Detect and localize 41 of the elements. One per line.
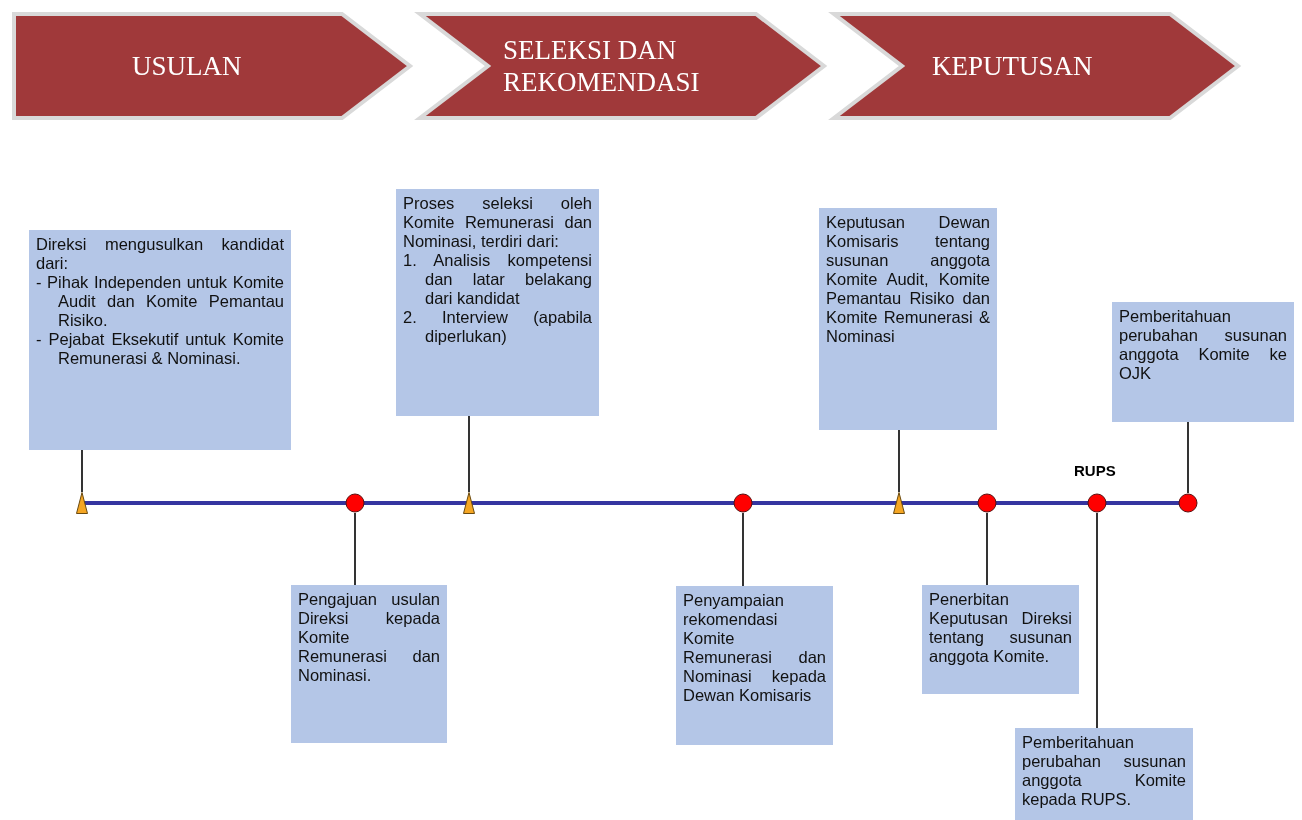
note-box xyxy=(1112,302,1294,422)
note-box xyxy=(1015,728,1193,820)
leader-line xyxy=(898,429,900,493)
leader-line xyxy=(1187,421,1189,494)
note-text: - Pejabat Eksekutif untuk Komite Remunerasi & Nominasi. xyxy=(36,330,284,368)
milestone-marker xyxy=(345,493,365,513)
stage-title: SELEKSI DAN REKOMENDASI xyxy=(503,34,701,98)
note-box xyxy=(819,208,997,430)
leader-line xyxy=(81,449,83,493)
stage-banner xyxy=(12,12,412,120)
note-text: Proses seleksi oleh Komite Remunerasi dan Nominasi, terdiri dari: xyxy=(403,194,592,251)
stage-title: KEPUTUSAN xyxy=(932,50,1094,82)
leader-line xyxy=(742,512,744,587)
note-box xyxy=(29,230,291,450)
note-text: Pemberitahuan perubahan susunan anggota Komite ke OJK xyxy=(1119,307,1287,383)
note-text: 1. Analisis kompetensi dan latar belakang dari kandidat xyxy=(403,251,592,308)
note-text: - Pihak Independen untuk Komite Audit dan Komite Pemantau Risiko. xyxy=(36,273,284,330)
leader-line xyxy=(1096,512,1098,729)
milestone-marker xyxy=(463,492,475,514)
note-text: Pengajuan usulan Direksi kepada Komite Remunerasi dan Nominasi. xyxy=(298,590,440,685)
leader-line xyxy=(354,512,356,586)
note-text: Pemberitahuan perubahan susunan anggota Komite kepada RUPS. xyxy=(1022,733,1186,809)
note-box xyxy=(396,189,599,416)
milestone-marker xyxy=(977,493,997,513)
note-text: Penerbitan Keputusan Direksi tentang susunan anggota Komite. xyxy=(929,590,1072,666)
milestone-marker xyxy=(733,493,753,513)
milestone-marker xyxy=(76,492,88,514)
milestone-label: RUPS xyxy=(1074,462,1116,479)
leader-line xyxy=(986,512,988,586)
milestone-marker xyxy=(893,492,905,514)
leader-line xyxy=(468,415,470,493)
milestone-marker xyxy=(1087,493,1107,513)
note-box xyxy=(922,585,1079,694)
stage-title: USULAN xyxy=(132,50,243,82)
note-box xyxy=(291,585,447,743)
milestone-marker xyxy=(1178,493,1198,513)
note-text: 2. Interview (apabila diperlukan) xyxy=(403,308,592,346)
note-text: Penyampaian rekomendasi Komite Remunerasi dan Nominasi kepada Dewan Komisaris xyxy=(683,591,826,705)
note-text: Direksi mengusulkan kandidat dari: xyxy=(36,235,284,273)
note-box xyxy=(676,586,833,745)
note-text: Keputusan Dewan Komisaris tentang susunan anggota Komite Audit, Komite Pemantau Risiko dan Komite Remunerasi & Nominasi xyxy=(826,213,990,346)
